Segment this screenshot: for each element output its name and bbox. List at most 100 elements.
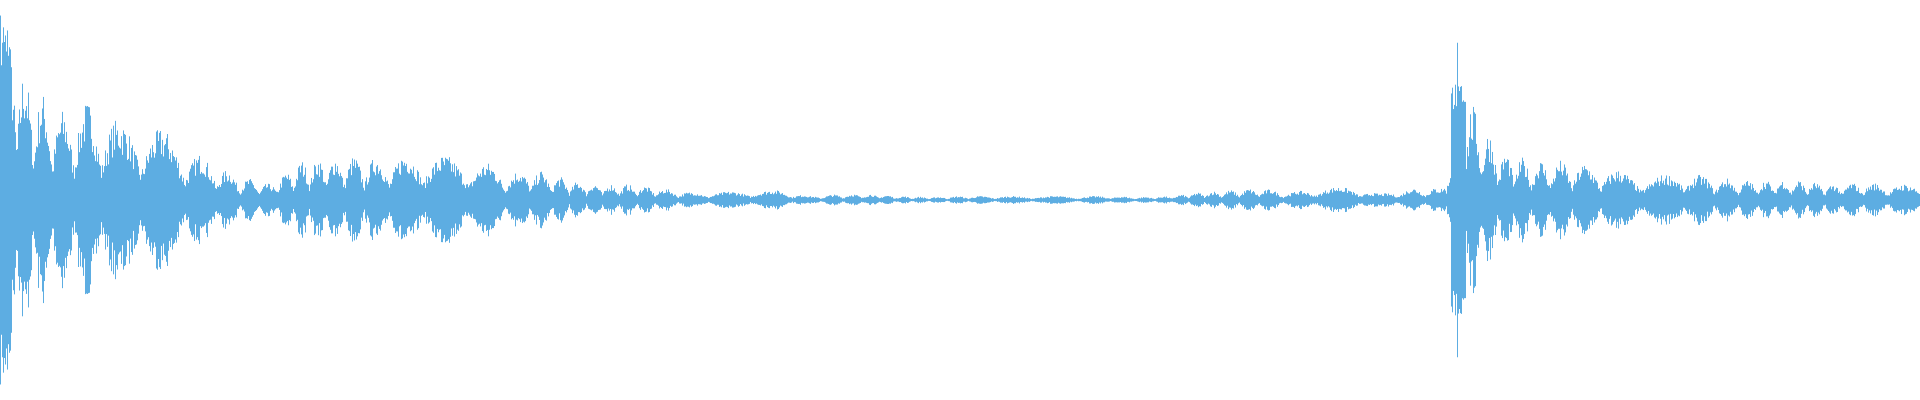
waveform-sample bbox=[577, 184, 578, 216]
waveform-sample bbox=[1536, 173, 1537, 227]
waveform-sample bbox=[984, 196, 985, 204]
waveform-sample bbox=[652, 194, 653, 206]
waveform-sample bbox=[325, 182, 326, 218]
waveform-sample bbox=[378, 173, 379, 227]
waveform-sample bbox=[1090, 196, 1091, 204]
waveform-sample bbox=[1150, 198, 1151, 202]
waveform-sample bbox=[233, 179, 234, 221]
waveform-sample bbox=[1068, 197, 1069, 203]
waveform-sample bbox=[447, 159, 448, 241]
waveform-sample bbox=[1530, 185, 1531, 215]
waveform-sample bbox=[1832, 186, 1833, 214]
waveform-sample bbox=[838, 196, 839, 204]
waveform-sample bbox=[1647, 186, 1648, 214]
waveform-sample bbox=[451, 171, 452, 229]
waveform-sample bbox=[1034, 198, 1035, 202]
waveform-sample bbox=[1508, 159, 1509, 241]
waveform-sample bbox=[212, 183, 213, 217]
waveform-sample bbox=[1776, 193, 1777, 207]
waveform-sample bbox=[1032, 198, 1033, 202]
waveform-sample bbox=[63, 133, 64, 267]
waveform-sample bbox=[819, 198, 820, 202]
waveform-sample bbox=[1103, 197, 1104, 203]
waveform-sample bbox=[1249, 190, 1250, 210]
waveform-sample bbox=[1459, 90, 1460, 310]
waveform-sample bbox=[718, 195, 719, 205]
waveform-sample bbox=[691, 193, 692, 207]
waveform-sample bbox=[891, 197, 892, 203]
waveform-sample bbox=[689, 192, 690, 208]
waveform-sample bbox=[1330, 190, 1331, 210]
waveform-sample bbox=[446, 158, 447, 242]
waveform-sample bbox=[1814, 182, 1815, 218]
waveform-sample bbox=[1509, 176, 1510, 224]
waveform-sample bbox=[458, 169, 459, 231]
waveform-sample bbox=[1233, 191, 1234, 209]
waveform-sample bbox=[272, 189, 273, 211]
waveform-sample bbox=[1016, 197, 1017, 203]
waveform-sample bbox=[1443, 190, 1444, 210]
waveform-sample bbox=[864, 197, 865, 203]
waveform-sample bbox=[862, 197, 863, 203]
waveform-sample bbox=[1305, 193, 1306, 207]
waveform-sample bbox=[1479, 168, 1480, 232]
waveform-sample bbox=[1435, 189, 1436, 211]
waveform-sample bbox=[1473, 106, 1474, 294]
waveform-sample bbox=[317, 174, 318, 226]
waveform-sample bbox=[868, 196, 869, 204]
waveform-sample bbox=[595, 186, 596, 214]
waveform-sample bbox=[1455, 84, 1456, 316]
waveform-sample bbox=[736, 195, 737, 205]
waveform-sample bbox=[1024, 197, 1025, 203]
waveform-sample bbox=[49, 151, 50, 249]
waveform-sample bbox=[1708, 182, 1709, 218]
waveform-sample bbox=[1571, 188, 1572, 212]
waveform-sample bbox=[897, 198, 898, 202]
waveform-sample bbox=[709, 197, 710, 203]
waveform-sample bbox=[1161, 197, 1162, 203]
waveform-sample bbox=[344, 184, 345, 216]
waveform-sample bbox=[1806, 193, 1807, 207]
waveform-sample bbox=[1709, 183, 1710, 217]
waveform-sample bbox=[1917, 192, 1918, 208]
waveform-sample bbox=[1289, 195, 1290, 205]
waveform-sample bbox=[1886, 195, 1887, 205]
waveform-sample bbox=[949, 198, 950, 202]
waveform-sample bbox=[768, 192, 769, 208]
waveform-sample bbox=[497, 183, 498, 217]
waveform-sample bbox=[1681, 185, 1682, 215]
waveform-sample bbox=[1490, 140, 1491, 260]
waveform-sample bbox=[1504, 158, 1505, 242]
waveform-sample bbox=[745, 195, 746, 205]
waveform-sample bbox=[481, 176, 482, 224]
waveform-sample bbox=[647, 191, 648, 209]
waveform-sample bbox=[1627, 175, 1628, 225]
waveform-sample bbox=[279, 190, 280, 210]
waveform-sample bbox=[622, 193, 623, 207]
waveform-sample bbox=[179, 178, 180, 222]
waveform-sample bbox=[752, 196, 753, 204]
waveform-sample bbox=[100, 165, 101, 235]
waveform-sample bbox=[459, 175, 460, 225]
waveform-sample bbox=[987, 197, 988, 203]
waveform-sample bbox=[635, 193, 636, 207]
waveform-sample bbox=[919, 198, 920, 202]
waveform-sample bbox=[440, 170, 441, 230]
waveform-sample bbox=[1875, 183, 1876, 217]
waveform-sample bbox=[1666, 175, 1667, 225]
waveform-sample bbox=[293, 191, 294, 209]
waveform-sample bbox=[240, 194, 241, 206]
waveform-sample bbox=[1664, 184, 1665, 216]
waveform-sample bbox=[1201, 196, 1202, 204]
waveform-sample bbox=[1087, 197, 1088, 203]
waveform-sample bbox=[1547, 184, 1548, 216]
waveform-sample bbox=[1151, 197, 1152, 203]
waveform-sample bbox=[748, 195, 749, 205]
waveform-sample bbox=[772, 192, 773, 208]
waveform-sample bbox=[1017, 197, 1018, 203]
waveform-sample bbox=[270, 189, 271, 211]
waveform-sample bbox=[688, 193, 689, 207]
waveform-sample bbox=[487, 170, 488, 230]
waveform-sample bbox=[1401, 195, 1402, 205]
waveform-sample bbox=[1216, 195, 1217, 205]
